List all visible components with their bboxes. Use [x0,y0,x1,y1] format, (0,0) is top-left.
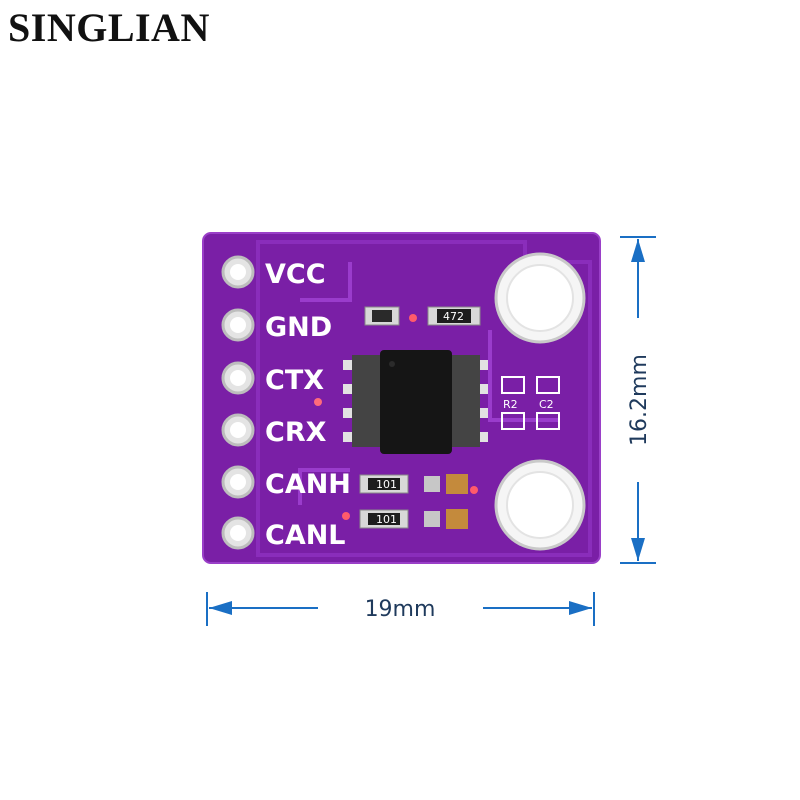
right-small-pads: R2 C2 [501,376,560,430]
resistor-code: 472 [443,310,464,323]
pin-pad-ctx [221,361,255,395]
pin-pad-canl [221,516,255,550]
height-dimension: 16.2mm [620,236,656,564]
pin-pad-vcc [221,255,255,289]
resistor-code-1: 101 [376,478,397,491]
pin-label-ctx: CTX [265,365,324,396]
pin-label-gnd: GND [265,312,332,343]
pin-pad-crx [221,413,255,447]
brand-watermark: SINGLIAN [8,5,210,50]
pin-pad-canh [221,465,255,499]
pin-pad-gnd [221,308,255,342]
pin-label-crx: CRX [265,417,327,448]
pin-label-vcc: VCC [265,259,326,290]
pin-label-canl: CANL [265,520,346,551]
mounting-hole-bottom [494,459,586,551]
pin-label-canh: CANH [265,469,351,500]
width-label: 19mm [365,597,436,622]
status-led [314,398,322,406]
c2-label: C2 [539,398,554,411]
height-label: 16.2mm [627,354,652,446]
mounting-hole-top [494,252,586,344]
r2-label: R2 [503,398,518,411]
bottom-components: 101 101 [342,474,478,529]
top-components: 472 [364,306,481,326]
width-dimension: 19mm [206,592,595,626]
transceiver-chip [343,350,488,454]
resistor-code-2: 101 [376,513,397,526]
